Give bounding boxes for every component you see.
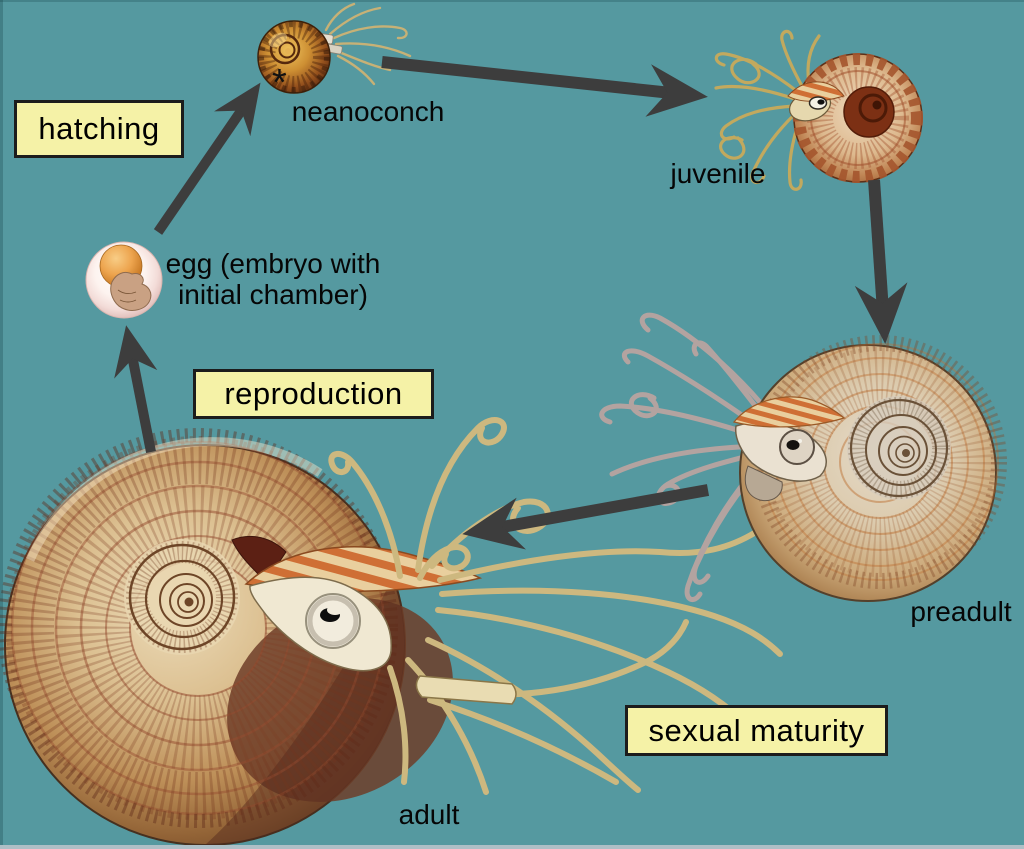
neanoconch-illustration: [257, 2, 412, 94]
reproduction-label: reproduction: [224, 376, 403, 411]
label-box-reproduction: reproduction: [193, 369, 434, 419]
neanoconch-tentacles: [324, 2, 412, 86]
arrow-adult-to-egg: [114, 325, 158, 453]
left-edge-strip: [0, 0, 3, 849]
adult-funnel: [415, 675, 517, 705]
adult-stage-label: adult: [398, 799, 460, 830]
arrow-neanoconch-to-juvenile: [381, 56, 708, 117]
egg-illustration: [85, 241, 163, 319]
cycle-arrows: [114, 56, 908, 550]
preadult-ammonite-illustration: [599, 312, 1007, 602]
preadult-eye: [779, 429, 815, 465]
adult-tentacles: [328, 417, 783, 795]
bottom-edge-strip: [0, 845, 1024, 849]
neanoconch-asterisk-marker: *: [272, 62, 287, 104]
preadult-stage-label: preadult: [910, 596, 1012, 627]
arrow-juvenile-to-preadult: [854, 179, 908, 344]
label-box-hatching: hatching: [14, 100, 184, 158]
label-box-sexual-maturity: sexual maturity: [625, 705, 888, 756]
adult-eye: [305, 593, 361, 649]
juvenile-ammonite-illustration: [714, 29, 923, 191]
top-edge-strip: [0, 0, 1024, 2]
arrow-egg-to-neanoconch: [153, 82, 261, 235]
juvenile-stage-label: juvenile: [670, 158, 766, 189]
adult-ammonite-illustration: [0, 417, 783, 846]
arrow-preadult-to-adult: [462, 484, 710, 550]
neanoconch-stage-label: neanoconch: [291, 96, 445, 127]
sexual-maturity-label: sexual maturity: [648, 712, 865, 748]
juvenile-eye: [808, 96, 828, 110]
egg-stage-label: egg (embryo with initial chamber): [165, 248, 381, 310]
hatching-label: hatching: [38, 111, 160, 146]
